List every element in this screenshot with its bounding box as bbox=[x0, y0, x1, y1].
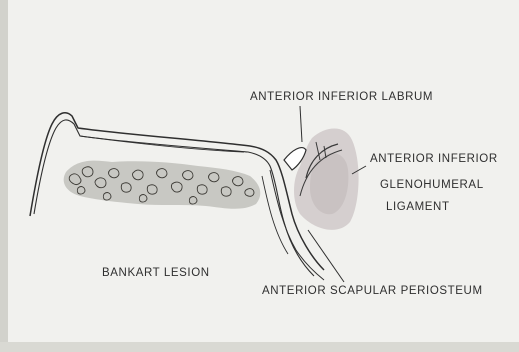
label-bankart-lesion: BANKART LESION bbox=[102, 268, 210, 280]
label-ligament-line-3: LIGAMENT bbox=[386, 202, 450, 214]
periosteum-sleeve-2 bbox=[262, 176, 288, 254]
label-ligament-line-1: ANTERIOR INFERIOR bbox=[370, 154, 498, 166]
cancellous-bone-mass bbox=[64, 161, 261, 209]
label-ligament-line-2: GLENOHUMERAL bbox=[380, 180, 484, 192]
label-anterior-scapular-periosteum: ANTERIOR SCAPULAR PERIOSTEUM bbox=[262, 286, 483, 298]
leader-periosteum bbox=[308, 230, 344, 282]
leader-labrum bbox=[300, 106, 302, 142]
label-anterior-inferior-labrum: ANTERIOR INFERIOR LABRUM bbox=[250, 92, 433, 104]
